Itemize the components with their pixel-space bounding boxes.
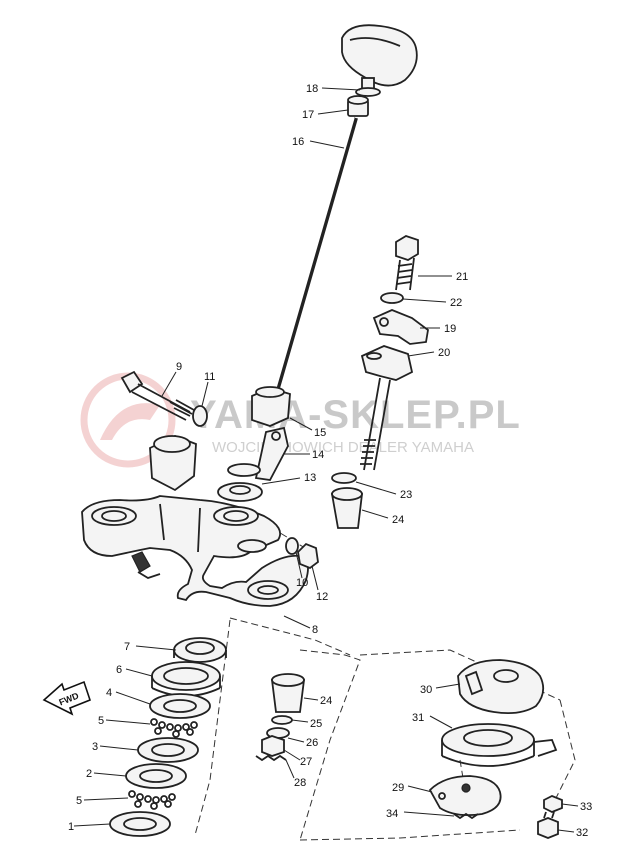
part-label: 24	[392, 514, 404, 526]
part-label: 14	[312, 449, 324, 461]
collar-24-lower	[270, 673, 306, 713]
clamp-lower-20	[360, 345, 414, 381]
race-2	[125, 763, 187, 789]
pinch-bolt-9	[120, 370, 195, 421]
damper-washer-18	[355, 87, 381, 97]
watermark-tagline: WOJCIECHOWICH DEALER YAMAHA	[212, 439, 474, 456]
part-label: 27	[300, 756, 312, 768]
cover-6	[151, 661, 221, 697]
part-label: 17	[302, 109, 314, 121]
part-label: 29	[392, 782, 404, 794]
damper-nut-15	[251, 386, 291, 427]
damper-rod-16	[275, 117, 358, 389]
part-label: 13	[304, 472, 316, 484]
washer-11	[192, 405, 208, 427]
race-4	[149, 693, 211, 719]
friction-plates-31	[441, 723, 558, 767]
part-label: 7	[124, 641, 130, 653]
part-label: 34	[386, 808, 398, 820]
part-label: 10	[296, 577, 308, 589]
clamp-cap-19	[372, 309, 429, 345]
bolt-21	[395, 235, 419, 291]
part-label: 15	[314, 427, 326, 439]
part-label: 3	[92, 741, 98, 753]
washer-10	[285, 537, 299, 555]
part-label: 24	[320, 695, 332, 707]
part-label: 31	[412, 712, 424, 724]
part-label: 30	[420, 684, 432, 696]
part-label: 16	[292, 136, 304, 148]
washer-22	[380, 292, 404, 304]
spring-34	[453, 812, 479, 820]
collar-24	[330, 487, 364, 529]
watermark-brand: YAMA-SKLEP.PL	[190, 393, 521, 437]
part-label: 5	[98, 715, 104, 727]
part-label: 26	[306, 737, 318, 749]
part-label: 28	[294, 777, 306, 789]
part-label: 6	[116, 664, 122, 676]
part-label: 21	[456, 271, 468, 283]
balls-5-lower	[128, 790, 176, 810]
part-label: 5	[76, 795, 82, 807]
part-label: 12	[316, 591, 328, 603]
ring-nut-7	[173, 637, 227, 663]
balls-5-upper	[150, 718, 198, 738]
part-labels: 1 2 3 4 5 5 6 7 8 9 10 11 12 13 14 15 16…	[68, 83, 592, 839]
bearing-stack	[109, 637, 227, 837]
washer-13a	[227, 463, 261, 477]
washer-23	[331, 472, 357, 484]
seal-1	[109, 811, 171, 837]
part-label: 33	[580, 801, 592, 813]
damper-housing-30	[457, 659, 545, 715]
part-label: 32	[576, 827, 588, 839]
part-label: 20	[438, 347, 450, 359]
nut-27	[261, 735, 285, 757]
part-label: 25	[310, 718, 322, 730]
forward-marker: FWD	[42, 680, 91, 716]
bolt-32	[537, 811, 559, 839]
part-label: 8	[312, 624, 318, 636]
leader-lines	[73, 87, 579, 833]
part-label: 22	[450, 297, 462, 309]
spring-28	[255, 754, 287, 762]
part-label: 9	[176, 361, 182, 373]
anchor-plate-29	[428, 775, 502, 817]
nut-33	[543, 795, 563, 813]
damper-knob	[341, 24, 418, 91]
part-label: 23	[400, 489, 412, 501]
part-label: 4	[106, 687, 112, 699]
washer-13	[217, 482, 263, 502]
part-label: 2	[86, 768, 92, 780]
washer-25	[271, 715, 293, 725]
part-label: 11	[204, 371, 215, 383]
part-label: 18	[306, 83, 318, 95]
part-label: 1	[68, 821, 74, 833]
part-label: 19	[444, 323, 456, 335]
nut-12	[297, 542, 319, 570]
race-3	[137, 737, 199, 763]
damper-collar-17	[347, 95, 369, 117]
stem-rod	[360, 377, 391, 471]
